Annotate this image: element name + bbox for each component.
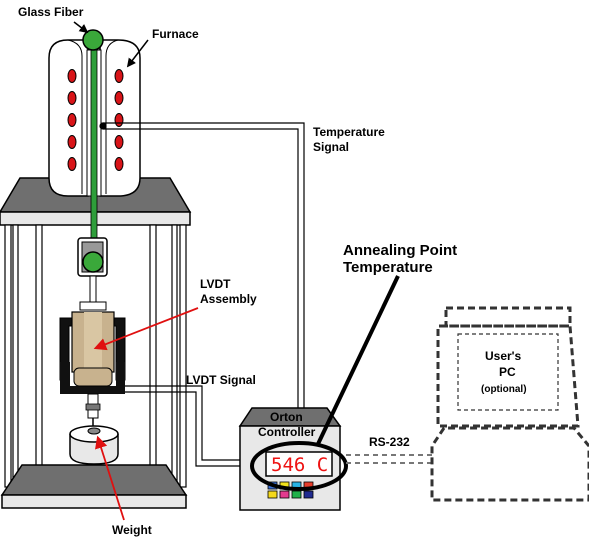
bottom-plate [0,464,188,509]
assembly-label: Assembly [200,292,257,306]
rs232-cable [346,454,432,464]
temperature-label: Temperature [313,125,385,139]
lvdt-arrow [93,307,199,351]
lvdt-assembly [59,311,126,394]
temperature-readout: 546 C [271,454,328,476]
glass-fiber-label: Glass Fiber [18,5,84,19]
controller-label: Controller [258,425,316,439]
lvdt-signal-label: LVDT Signal [186,373,256,387]
fiber-clamp [77,237,108,277]
glass-fiber [82,29,104,261]
signal-label: Signal [313,140,349,154]
annealing-point-label: Annealing Point [343,242,457,259]
orton-label: Orton [270,410,303,424]
load-rod [85,393,101,428]
pc-label: PC [499,365,516,379]
lvdt-label: LVDT [200,277,231,291]
thermocouple-wire [99,122,305,420]
weight [69,425,119,465]
users-label: User's [485,349,522,363]
weight-arrow [95,435,125,521]
furnace-label: Furnace [152,27,199,41]
display-highlight-ellipse [250,441,348,491]
optional-label: (optional) [481,384,527,395]
clamp-ball [82,251,104,273]
users-pc [430,306,589,502]
annealing-pointer-line [316,275,400,445]
lvdt-signal-wire [125,385,242,467]
weight-label: Weight [112,523,152,537]
furnace-leader [126,39,149,68]
annealing-temperature-label: Temperature [343,259,433,276]
orton-controller [238,407,348,511]
rs232-label: RS-232 [369,435,410,449]
fiber-top-ball [82,29,104,51]
glass-fiber-leader [73,21,89,34]
temperature-display [265,451,333,477]
